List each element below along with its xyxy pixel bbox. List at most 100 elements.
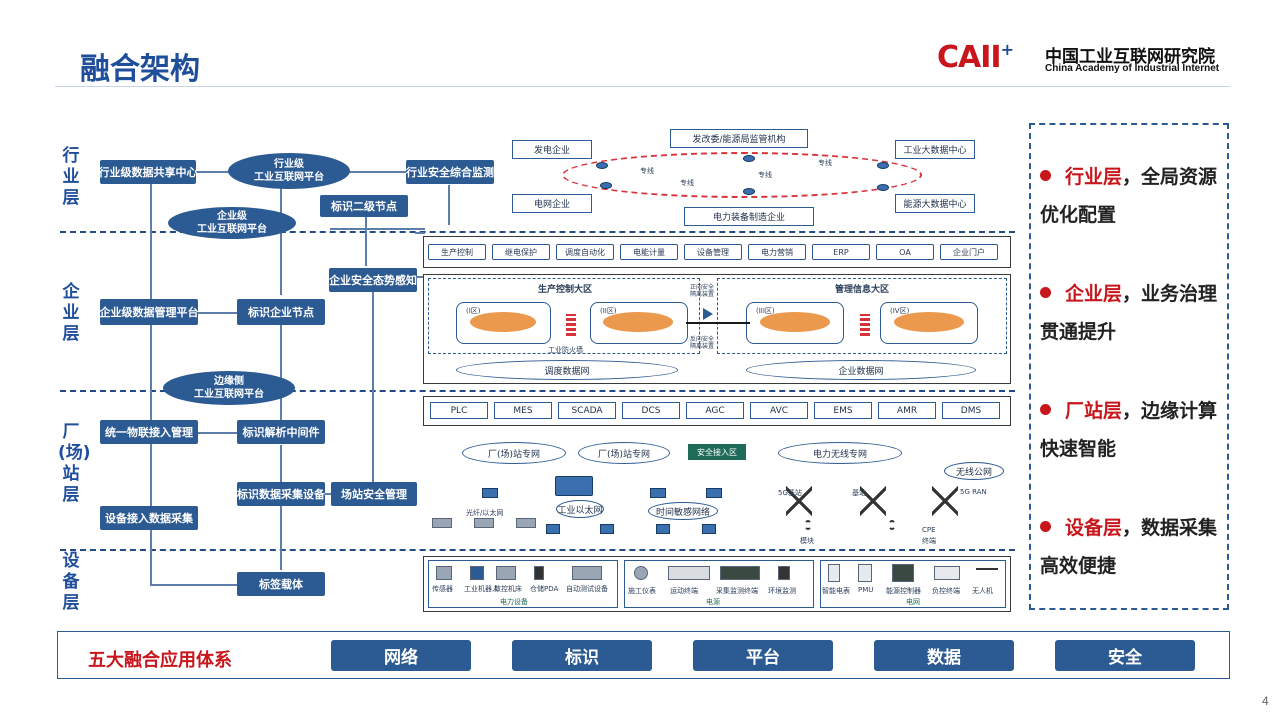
summary-key: 设备层 (1065, 517, 1123, 539)
system-chip[interactable]: AMR (878, 402, 936, 419)
regulator-node: 发改委/能源局监管机构 (670, 129, 808, 148)
zone2-label: (II区) (600, 307, 617, 315)
system-chip[interactable]: AVC (750, 402, 808, 419)
link-label: 专线 (818, 159, 832, 167)
device-group-power-source (624, 560, 814, 608)
id-data-collect-node[interactable]: 标识数据采集设备 (237, 482, 325, 506)
drone-icon (976, 568, 998, 574)
zone4-box (880, 302, 978, 344)
switch-icon (482, 488, 498, 498)
system-chip[interactable]: DCS (622, 402, 680, 419)
device-data-collect-node[interactable]: 设备接入数据采集 (100, 506, 198, 530)
zone4-cloud (894, 312, 964, 332)
industry-safety-monitor-node[interactable]: 行业安全综合监测 (406, 160, 494, 184)
station-network-1: 厂(场)站专网 (462, 442, 566, 464)
caii-logo: CAII+ (937, 40, 1014, 75)
pill-data[interactable]: 数据 (874, 640, 1014, 671)
switch-icon (555, 476, 593, 496)
id-secondary-node[interactable]: 标识二级节点 (320, 195, 408, 217)
connector (686, 322, 750, 324)
test-equipment-icon (572, 566, 602, 580)
link-label: 专线 (758, 171, 772, 179)
summary-text: ，全局资源优化配置 (1040, 166, 1218, 226)
zone2-cloud (603, 312, 673, 332)
terminal-label: 终端 (922, 537, 936, 545)
pill-security[interactable]: 安全 (1055, 640, 1195, 671)
management-zone (717, 278, 1007, 354)
app-chip[interactable]: 设备管理 (684, 244, 742, 260)
app-chip[interactable]: 生产控制 (428, 244, 486, 260)
logo-chinese-name: 中国工业互联网研究院 (1045, 47, 1215, 67)
connector (280, 506, 282, 570)
app-chip[interactable]: ERP (812, 244, 870, 260)
station-network-2: 厂(场)站专网 (578, 442, 670, 464)
connector (415, 232, 425, 234)
layer-divider-3 (60, 549, 1015, 551)
production-zone-label: 生产控制大区 (538, 285, 593, 295)
enterprise-data-platform-node[interactable]: 企业级数据管理平台 (100, 299, 199, 325)
app-chip[interactable]: 调度自动化 (556, 244, 614, 260)
collector-icon (720, 566, 760, 580)
power-gen-enterprise: 发电企业 (512, 140, 592, 159)
bullet-dot-icon (1040, 404, 1051, 415)
zone1-cloud (470, 312, 536, 332)
summary-text: ，业务治理贯通提升 (1040, 283, 1218, 343)
device-label: 施工仪表 (628, 587, 656, 595)
isolation-reverse-label: 反向安全隔离装置 (690, 336, 715, 350)
device-label: 数控机床 (494, 585, 522, 593)
isolation-arrow-icon (703, 308, 713, 320)
cpe-label: CPE (922, 526, 936, 534)
enterprise-apps-row: 生产控制 继电保护 调度自动化 电能计量 设备管理 电力营销 ERP OA 企业… (428, 244, 1006, 260)
controller-icon (892, 564, 914, 582)
router-icon (743, 188, 755, 195)
id-enterprise-node[interactable]: 标识企业节点 (237, 299, 325, 325)
app-chip[interactable]: 继电保护 (492, 244, 550, 260)
firewall-icon (860, 314, 870, 336)
app-chip[interactable]: 电能计量 (620, 244, 678, 260)
system-chip[interactable]: AGC (686, 402, 744, 419)
station-safety-node[interactable]: 场站安全管理 (331, 482, 417, 506)
zone1-box (456, 302, 551, 344)
pda-icon (534, 566, 544, 580)
iot-access-node[interactable]: 统一物联接入管理 (100, 420, 198, 444)
system-chip[interactable]: DMS (942, 402, 1000, 419)
router-icon (596, 162, 608, 169)
app-chip[interactable]: 企业门户 (940, 244, 998, 260)
id-middleware-node[interactable]: 标识解析中间件 (237, 420, 325, 444)
enterprise-safety-node[interactable]: 企业安全态势感知 (329, 268, 417, 292)
firewall-label: 工业防火墙 (548, 346, 583, 354)
pill-identifier[interactable]: 标识 (512, 640, 652, 671)
device-label: 负控终端 (932, 587, 960, 595)
enterprise-platform-cloud[interactable]: 企业级工业互联网平台 (168, 207, 296, 239)
pill-platform[interactable]: 平台 (693, 640, 833, 671)
pill-network[interactable]: 网络 (331, 640, 471, 671)
zone3-cloud (760, 312, 830, 332)
logo-english-name: China Academy of Industrial Internet (1045, 63, 1220, 74)
secure-access-zone: 安全接入区 (688, 444, 746, 460)
layer-divider-2 (60, 390, 1015, 392)
meter-icon (634, 566, 648, 580)
system-chip[interactable]: PLC (430, 402, 488, 419)
device-label: 自动测试设备 (566, 585, 608, 593)
device-label: 采集监测终端 (716, 587, 758, 595)
system-chip[interactable]: MES (494, 402, 552, 419)
device-group-name: 电源 (706, 598, 720, 606)
app-chip[interactable]: OA (876, 244, 934, 260)
connector (195, 432, 237, 434)
application-system-bar (57, 631, 1230, 679)
device-group-name: 电网 (906, 598, 920, 606)
app-chip[interactable]: 电力营销 (748, 244, 806, 260)
system-chip[interactable]: SCADA (558, 402, 616, 419)
industry-data-center-node[interactable]: 行业级数据共享中心 (99, 160, 198, 184)
summary-text: ，数据采集高效便捷 (1040, 517, 1218, 577)
title-divider (55, 86, 1230, 87)
system-chip[interactable]: EMS (814, 402, 872, 419)
wireless-network: 电力无线专网 (778, 442, 902, 464)
id-carrier-node[interactable]: 标签载体 (237, 572, 325, 596)
enterprise-network: 企业数据网 (746, 360, 976, 380)
edge-platform-cloud[interactable]: 边缘侧工业互联网平台 (163, 371, 295, 405)
connector (348, 171, 406, 173)
energy-bigdata-center: 能源大数据中心 (895, 194, 975, 213)
connector (150, 584, 238, 586)
industry-platform-cloud[interactable]: 行业级工业互联网平台 (228, 153, 350, 189)
